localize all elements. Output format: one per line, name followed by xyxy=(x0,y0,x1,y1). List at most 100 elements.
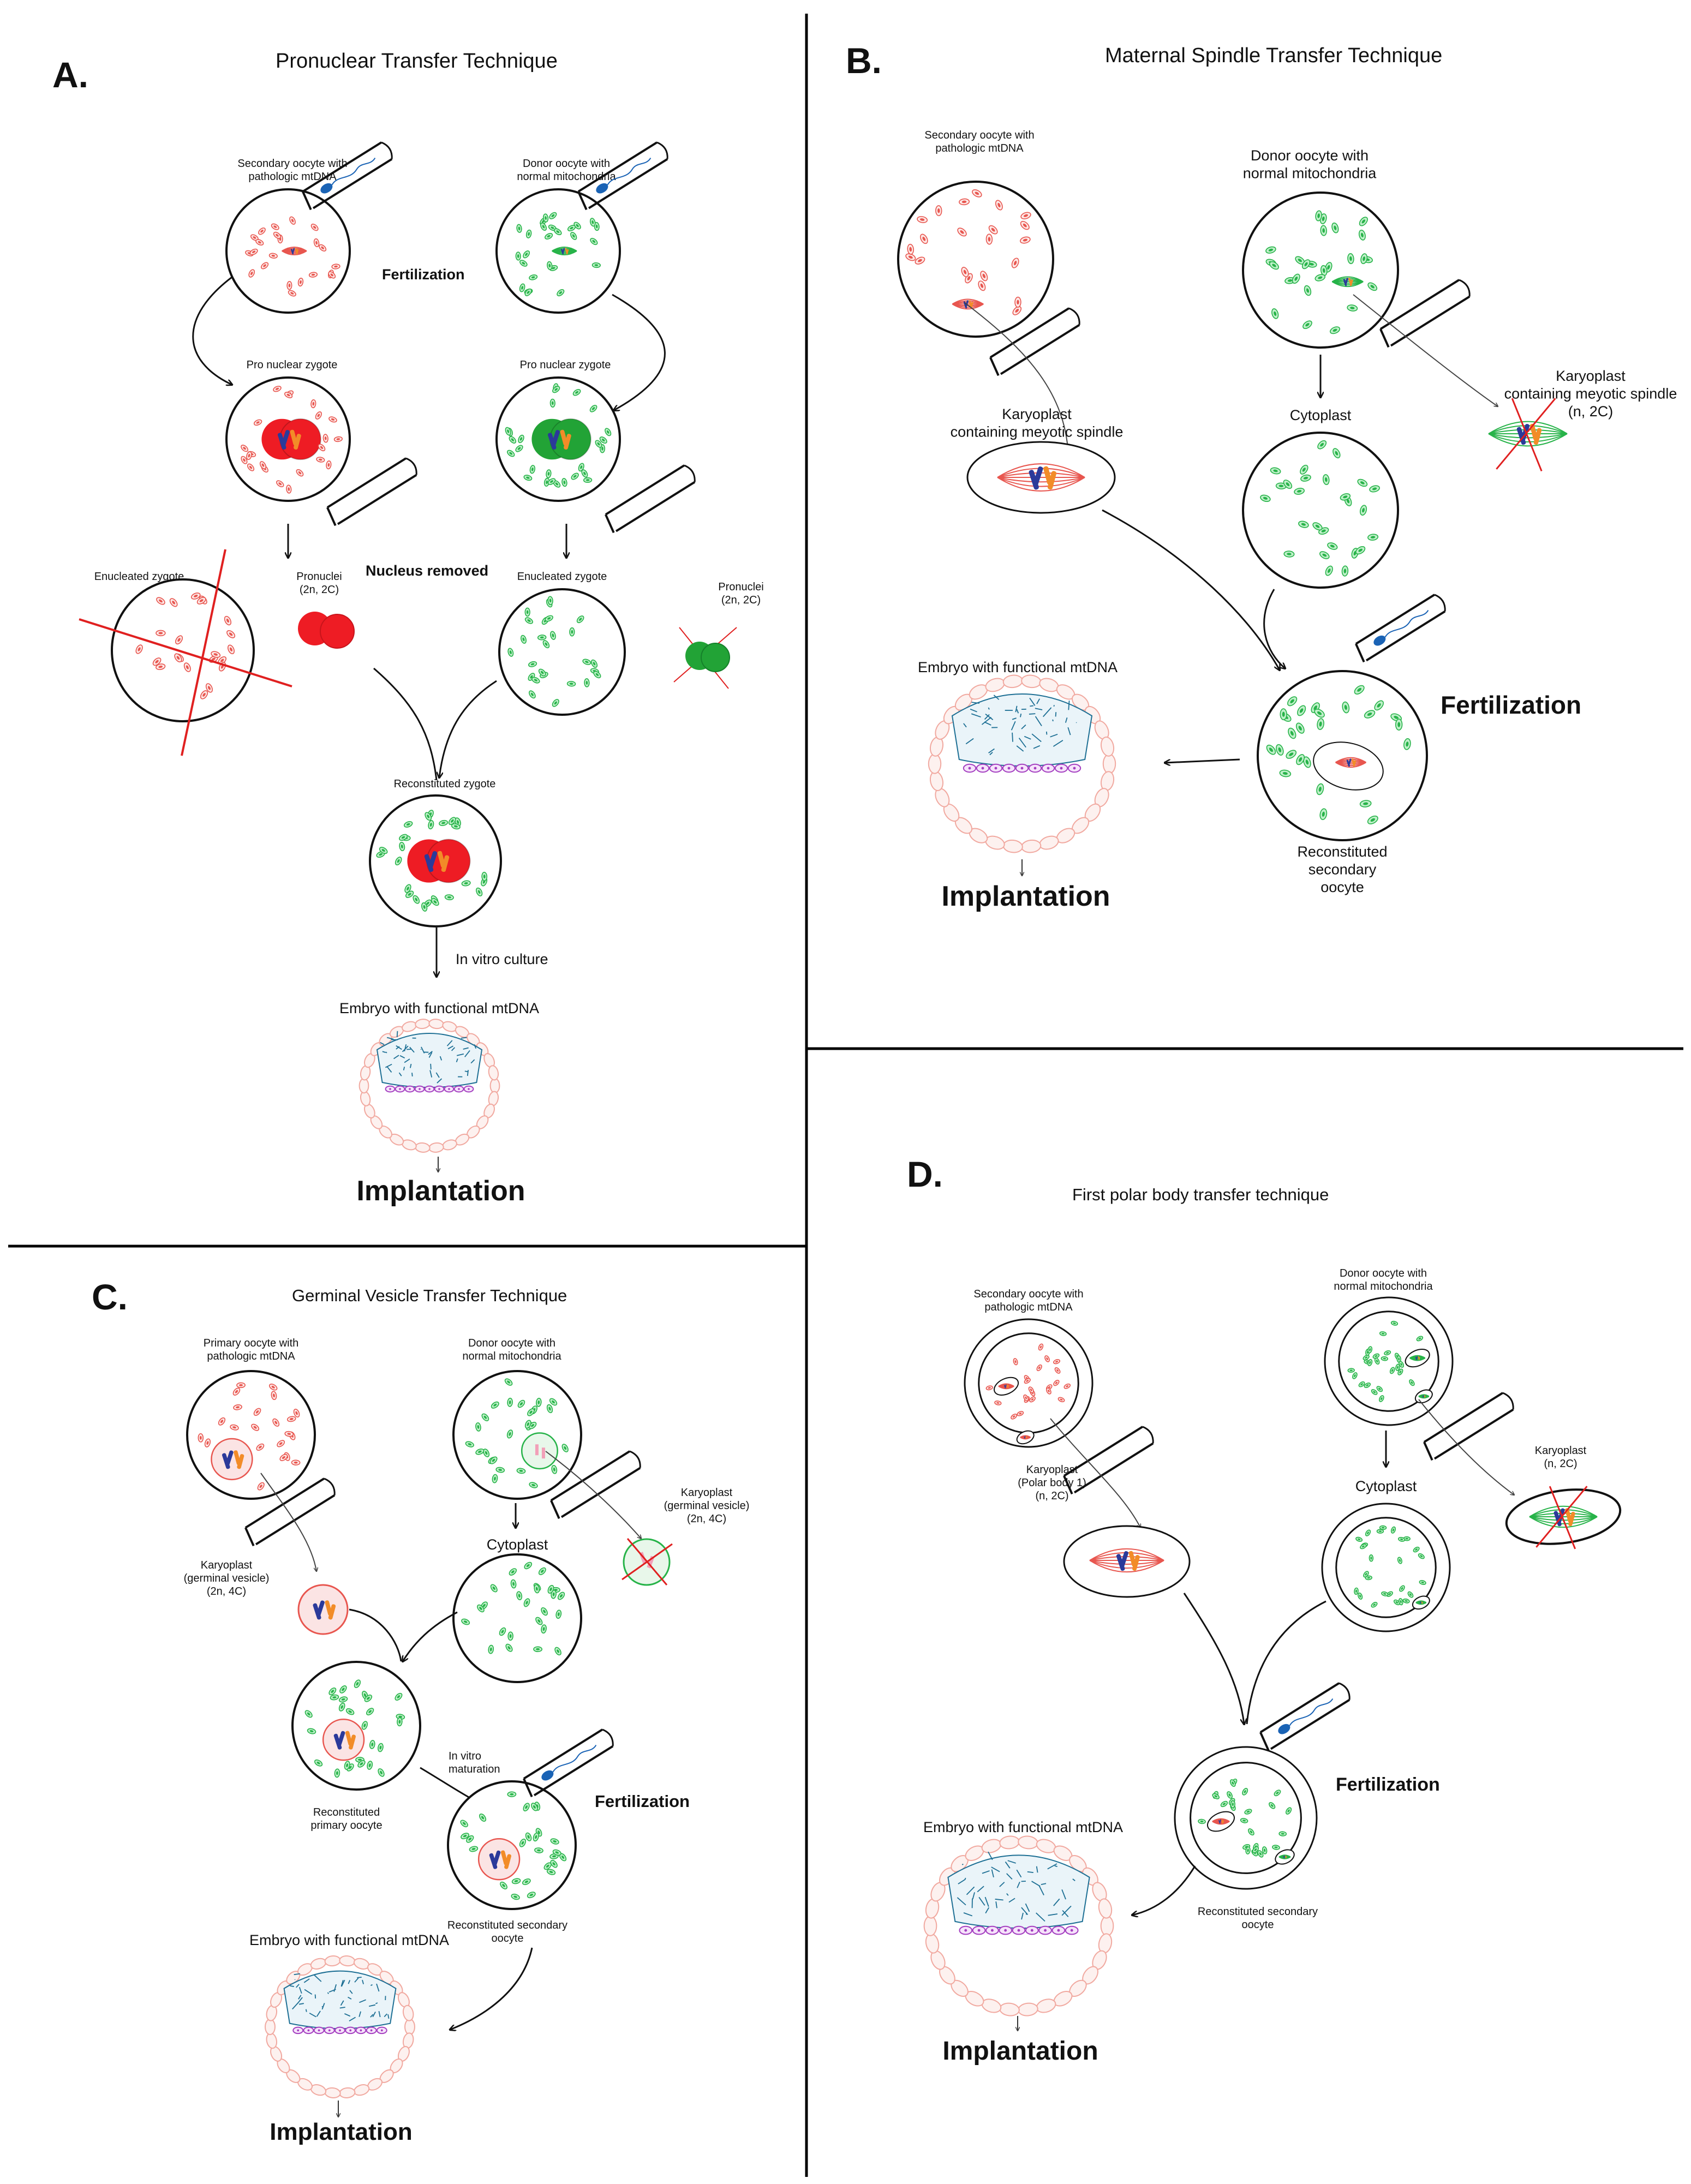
panel-c-karyoplast-right-discarded xyxy=(622,1538,673,1586)
panel-a-title: Pronuclear Transfer Technique xyxy=(276,50,558,73)
panel-d-pipette-right xyxy=(1423,1392,1514,1461)
panel-a-merge-arrow-left xyxy=(373,667,438,781)
panel-c-letter: C. xyxy=(92,1277,128,1317)
panel-c-embryo-blastocyst xyxy=(265,1955,415,2098)
panel-d-cytoplast-label: Cytoplast xyxy=(1355,1478,1417,1494)
panel-b-karyoplast-right-discarded xyxy=(1488,398,1568,471)
panel-a-fertilization: Fertilization xyxy=(382,266,465,283)
panel-c-title: Germinal Vesicle Transfer Technique xyxy=(292,1286,567,1305)
panel-c-reconstituted-primary-oocyte xyxy=(291,1661,421,1791)
panel-a-arrow-right-curve xyxy=(612,294,666,410)
panel-a-reconstituted-label: Reconstituted zygote xyxy=(394,778,496,790)
panel-a: A. Pronuclear Transfer Technique Seconda… xyxy=(52,50,764,1207)
panel-d-arrow-merge-right xyxy=(1246,1600,1326,1725)
panel-a-sperm-pipette-right xyxy=(577,141,668,211)
panel-c-cytoplast-label: Cytoplast xyxy=(487,1536,548,1553)
panel-d-karyoplast-right-discarded xyxy=(1505,1486,1622,1549)
panel-a-in-vitro: In vitro culture xyxy=(456,951,548,967)
panel-d-pipette-left xyxy=(1063,1426,1154,1495)
panel-c-embryo-label: Embryo with functional mtDNA xyxy=(249,1932,449,1948)
panel-d-title: First polar body transfer technique xyxy=(1072,1185,1329,1204)
panel-a-donor-oocyte xyxy=(495,188,621,314)
panel-b-arrow-karyoplast-left xyxy=(964,302,1068,458)
panel-b: B. Maternal Spindle Transfer Technique S… xyxy=(846,40,1677,912)
panel-c-pipette-right xyxy=(550,1450,641,1519)
panel-a-embryo-blastocyst xyxy=(358,1019,500,1153)
panel-b-pipette-right xyxy=(1379,279,1471,348)
panel-d-karyoplast-right-label: Karyoplast(n, 2C) xyxy=(1535,1445,1587,1470)
panel-a-pronuclei-right xyxy=(673,627,737,689)
panel-c-arrow-merge-right xyxy=(403,1611,458,1661)
panel-a-implantation: Implantation xyxy=(356,1175,525,1207)
panel-d-letter: D. xyxy=(907,1154,943,1194)
panel-d-secondary-oocyte xyxy=(964,1318,1094,1448)
panel-c-cytoplast xyxy=(452,1553,582,1683)
panel-a-nucleus-removed: Nucleus removed xyxy=(366,563,488,579)
panel-b-pipette-left xyxy=(989,307,1080,376)
panel-b-arrow-merge-right xyxy=(1263,589,1285,668)
panel-d-implantation: Implantation xyxy=(942,2037,1098,2066)
panel-b-fertilization: Fertilization xyxy=(1441,691,1581,719)
panel-c-fertilization: Fertilization xyxy=(595,1792,690,1811)
panel-c-arrow-karyoplast-right xyxy=(545,1451,641,1539)
panel-d-embryo-blastocyst xyxy=(923,1835,1114,2017)
panel-d-karyoplast-left xyxy=(1063,1525,1191,1598)
panel-d-arrow-karyoplast-right xyxy=(1418,1399,1514,1495)
panel-c-karyoplast-left-label: Karyoplast(germinal vesicle)(2n, 4C) xyxy=(184,1559,270,1597)
panel-c-arrow-karyoplast-left xyxy=(260,1473,316,1571)
panel-d-cytoplast xyxy=(1321,1503,1451,1632)
panel-a-enucleated-left-label: Enucleated zygote xyxy=(94,571,184,583)
panel-b-karyoplast-left xyxy=(966,441,1116,514)
panel-c-reconstituted-secondary-oocyte xyxy=(447,1780,577,1910)
panel-a-pronuclei-left xyxy=(298,612,355,649)
panel-c-implantation: Implantation xyxy=(270,2119,413,2145)
panel-b-embryo-label: Embryo with functional mtDNA xyxy=(918,659,1118,675)
panel-b-title: Maternal Spindle Transfer Technique xyxy=(1105,44,1442,67)
panel-a-reconstituted-zygote xyxy=(369,794,502,928)
panel-b-letter: B. xyxy=(846,40,882,81)
panel-c-karyoplast-right-label: Karyoplast(germinal vesicle)(2n, 4C) xyxy=(664,1487,750,1525)
panel-c-karyoplast-left xyxy=(297,1584,349,1635)
panel-b-arrow-karyoplast-right xyxy=(1353,294,1498,406)
panel-a-pn-zygote-left-label: Pro nuclear zygote xyxy=(247,359,338,371)
panel-a-red-cross-left xyxy=(79,549,292,756)
panel-a-pronuclear-zygote-left xyxy=(225,376,351,502)
panel-d-donor-oocyte xyxy=(1324,1296,1454,1426)
panel-c-donor-oocyte xyxy=(452,1370,582,1500)
panel-a-enucleated-zygote-left xyxy=(111,578,255,722)
panel-b-reconstituted-oocyte xyxy=(1257,670,1428,841)
panel-a-pipette-right xyxy=(605,464,696,534)
panel-a-pronuclei-left-label: Pronuclei(2n, 2C) xyxy=(296,571,342,596)
panel-b-donor-oocyte xyxy=(1242,192,1399,349)
panel-d-reconstituted-oocyte xyxy=(1174,1746,1318,1890)
panel-d-arrow-merge-left xyxy=(1183,1593,1244,1724)
panel-a-pipette-left xyxy=(326,457,417,526)
panel-a-pn-zygote-right-label: Pro nuclear zygote xyxy=(520,359,611,371)
panel-b-cytoplast-label: Cytoplast xyxy=(1290,407,1352,423)
panel-a-secondary-oocyte xyxy=(225,188,351,314)
panel-d-sperm-pipette xyxy=(1259,1682,1351,1751)
panel-c: C. Germinal Vesicle Transfer Technique P… xyxy=(92,1277,749,2145)
panel-a-embryo-label: Embryo with functional mtDNA xyxy=(339,1000,539,1016)
panel-d-arrow-karyoplast-left xyxy=(1050,1418,1140,1528)
panel-d-karyoplast-left-label: Karyoplast(Polar body 1)(n, 2C) xyxy=(1018,1464,1086,1502)
panel-d-arrow-embryo xyxy=(1132,1865,1196,1915)
panel-d-fertilization: Fertilization xyxy=(1336,1774,1440,1795)
panel-b-secondary-oocyte xyxy=(897,181,1054,338)
panel-a-arrow-left-curve xyxy=(192,276,232,385)
